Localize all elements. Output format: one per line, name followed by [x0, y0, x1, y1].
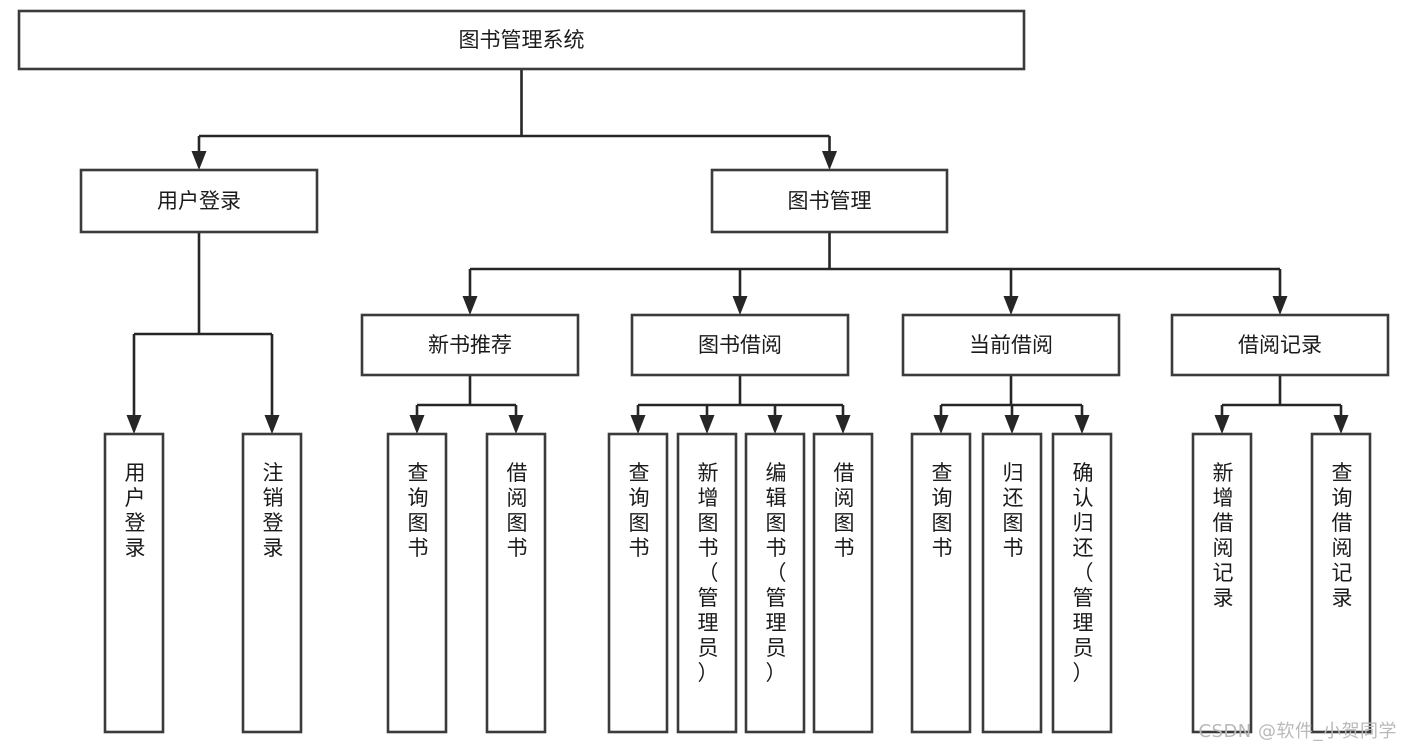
node-leaf-0-0-label: 用户登录 [125, 461, 146, 560]
node-l1-1[interactable]: 图书管理 [710, 168, 949, 234]
arrow-head-icon [409, 415, 425, 434]
arrow-head-icon [126, 415, 142, 434]
node-l2-1-2[interactable]: 当前借阅 [901, 313, 1121, 377]
node-l2-1-3[interactable]: 借阅记录 [1170, 313, 1390, 377]
arrow-head-icon [933, 415, 949, 434]
node-layer: 图书管理系统用户登录用户登录注销登录图书管理新书推荐查询图书借阅图书图书借阅查询… [17, 9, 1390, 734]
arrow-head-icon [508, 415, 524, 434]
node-leaf-1-2-2-box[interactable] [1051, 432, 1113, 734]
node-l2-1-0[interactable]: 新书推荐 [360, 313, 580, 377]
node-l2-1-0-label: 新书推荐 [428, 333, 512, 357]
node-l1-1-box[interactable] [710, 168, 949, 234]
node-leaf-1-1-3-box[interactable] [812, 432, 874, 734]
arrow-head-icon [1004, 415, 1020, 434]
node-leaf-1-2-1-box[interactable] [981, 432, 1043, 734]
node-leaf-1-1-0[interactable]: 查询图书 [607, 432, 669, 734]
node-root-title-box[interactable] [17, 9, 1026, 71]
node-leaf-1-0-0[interactable]: 查询图书 [386, 432, 448, 734]
arrow-head-icon [1333, 415, 1349, 434]
arrow-head-icon [264, 415, 280, 434]
node-leaf-1-1-3-label: 借阅图书 [834, 461, 855, 560]
node-l2-1-2-label: 当前借阅 [969, 333, 1053, 357]
node-l2-1-1-label: 图书借阅 [698, 333, 782, 357]
watermark-label: CSDN @软件_小贺同学 [1198, 721, 1397, 742]
arrow-head-icon [1272, 296, 1288, 315]
node-leaf-1-1-2-label: 编辑图书（管理员） [766, 461, 787, 685]
node-l2-1-2-box[interactable] [901, 313, 1121, 377]
node-root-title[interactable]: 图书管理系统 [17, 9, 1026, 71]
node-leaf-1-3-1-box[interactable] [1310, 432, 1372, 734]
node-l2-1-0-box[interactable] [360, 313, 580, 377]
node-leaf-1-0-1-box[interactable] [485, 432, 547, 734]
node-leaf-1-2-0[interactable]: 查询图书 [910, 432, 972, 734]
node-leaf-1-1-2-box[interactable] [744, 432, 806, 734]
arrow-head-icon [1074, 415, 1090, 434]
node-leaf-1-3-1-label: 查询借阅记录 [1332, 461, 1353, 610]
node-leaf-1-1-1-label: 新增图书（管理员） [698, 461, 719, 685]
node-l2-1-3-box[interactable] [1170, 313, 1390, 377]
node-leaf-1-1-3[interactable]: 借阅图书 [812, 432, 874, 734]
arrow-head-icon [191, 151, 207, 170]
node-l1-0-label: 用户登录 [157, 189, 241, 213]
arrow-head-icon [822, 151, 837, 170]
node-leaf-1-3-1[interactable]: 查询借阅记录 [1310, 432, 1372, 734]
node-l2-1-1-box[interactable] [630, 313, 850, 377]
node-leaf-1-1-0-box[interactable] [607, 432, 669, 734]
node-l1-0[interactable]: 用户登录 [79, 168, 319, 234]
arrow-head-icon [835, 415, 851, 434]
arrow-head-icon [1214, 415, 1230, 434]
node-leaf-0-0[interactable]: 用户登录 [103, 432, 165, 734]
node-root-title-label: 图书管理系统 [459, 28, 585, 52]
node-leaf-0-1-label: 注销登录 [263, 461, 284, 560]
node-leaf-1-3-0[interactable]: 新增借阅记录 [1191, 432, 1253, 734]
node-leaf-1-1-2[interactable]: 编辑图书（管理员） [744, 432, 806, 734]
arrow-head-icon [767, 415, 783, 434]
arrow-head-icon [1003, 296, 1019, 315]
node-leaf-1-1-0-label: 查询图书 [629, 461, 650, 560]
node-l1-1-label: 图书管理 [788, 189, 872, 213]
node-leaf-1-2-2[interactable]: 确认归还（管理员） [1051, 432, 1113, 734]
node-leaf-1-2-2-label: 确认归还（管理员） [1073, 461, 1094, 685]
node-leaf-1-0-1-label: 借阅图书 [507, 461, 528, 560]
arrow-head-icon [462, 296, 478, 315]
node-leaf-1-0-0-box[interactable] [386, 432, 448, 734]
node-leaf-1-2-1[interactable]: 归还图书 [981, 432, 1043, 734]
arrow-head-icon [732, 296, 748, 315]
arrow-head-icon [630, 415, 646, 434]
node-leaf-1-1-1-box[interactable] [676, 432, 738, 734]
node-l2-1-3-label: 借阅记录 [1238, 333, 1322, 357]
node-leaf-1-1-1[interactable]: 新增图书（管理员） [676, 432, 738, 734]
node-l1-0-box[interactable] [79, 168, 319, 234]
arrow-head-icon [699, 415, 715, 434]
node-leaf-1-0-1[interactable]: 借阅图书 [485, 432, 547, 734]
node-leaf-1-2-1-label: 归还图书 [1003, 461, 1024, 560]
node-leaf-0-0-box[interactable] [103, 432, 165, 734]
node-leaf-1-3-0-label: 新增借阅记录 [1213, 461, 1234, 610]
node-leaf-0-1-box[interactable] [241, 432, 303, 734]
node-l2-1-1[interactable]: 图书借阅 [630, 313, 850, 377]
node-leaf-1-0-0-label: 查询图书 [408, 461, 429, 560]
node-leaf-0-1[interactable]: 注销登录 [241, 432, 303, 734]
node-leaf-1-2-0-box[interactable] [910, 432, 972, 734]
node-leaf-1-3-0-box[interactable] [1191, 432, 1253, 734]
connector-layer [126, 69, 1349, 434]
node-leaf-1-2-0-label: 查询图书 [932, 461, 953, 560]
